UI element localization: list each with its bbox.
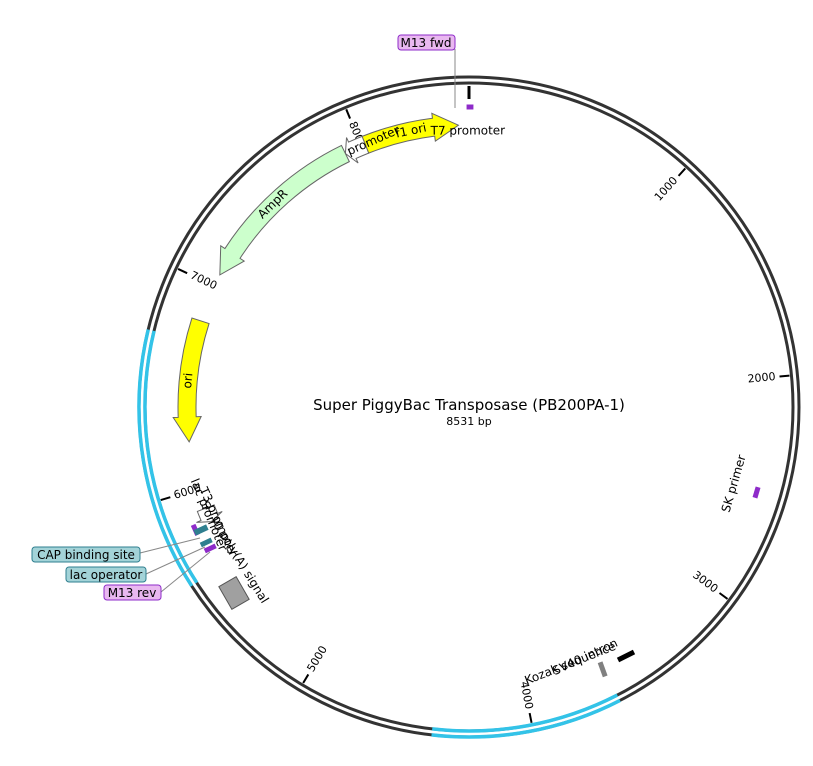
ori-arrow <box>172 317 210 443</box>
m13-fwd-label-box <box>397 34 456 51</box>
m13-rev-marker <box>203 543 217 554</box>
tick-label-4000: 4000 <box>518 680 536 710</box>
highlighted-region-1-inner <box>432 693 619 733</box>
tick-label-5000: 5000 <box>304 643 330 674</box>
tick-mark-3000 <box>718 592 729 600</box>
lac-operator-label: lac operator <box>70 568 143 582</box>
m13-rev-label: M13 rev <box>108 586 157 600</box>
tick-mark-4000 <box>528 712 533 724</box>
tick-mark-1000 <box>677 167 687 177</box>
cap-binding-site-marker <box>193 524 209 536</box>
sv40-intron-marker <box>616 649 636 663</box>
highlighted-region-2-inner <box>143 330 199 584</box>
cap-binding-site-label: CAP binding site <box>37 548 135 562</box>
tick-label-3000: 3000 <box>690 568 720 595</box>
m13-rev-leader <box>160 551 211 593</box>
tick-label-1000: 1000 <box>652 174 680 203</box>
plasmid-title: Super PiggyBac Transposase (PB200PA-1) <box>313 396 625 414</box>
tick-mark-5000 <box>302 673 310 684</box>
highlighted-region-1-outer <box>431 698 621 739</box>
highlight-layer <box>137 329 621 739</box>
t7-promoter-label: T7 promoter <box>430 123 506 137</box>
tick-label-7000: 7000 <box>188 269 219 293</box>
sk-primer-label: SK primer <box>719 453 749 514</box>
tick-label-2000: 2000 <box>747 370 776 386</box>
sv40-polya-box <box>218 576 250 610</box>
ampr-promoter-arrow <box>344 135 370 164</box>
sk-primer-marker <box>752 486 761 499</box>
kozak-sequence-label: Kozak sequence <box>523 639 618 688</box>
plasmid-length: 8531 bp <box>446 415 491 428</box>
m13-rev-label-box <box>103 584 162 601</box>
tick-mark-8000 <box>345 108 351 119</box>
cap-binding-site-label-box <box>31 546 141 563</box>
lac-operator-leader <box>145 546 206 575</box>
lac-operator-label-box <box>65 566 147 583</box>
m13-fwd-label: M13 fwd <box>401 36 452 50</box>
tick-mark-2000 <box>779 374 790 378</box>
highlighted-region-2-outer <box>137 329 194 587</box>
ori-label: ori <box>180 372 195 389</box>
kozak-sequence-marker <box>597 661 608 678</box>
lac-operator-marker <box>199 537 213 548</box>
ampr-arrow <box>219 144 351 276</box>
lac-promoter-arrow <box>196 504 223 523</box>
f1-ori-label: f1 ori <box>394 120 428 140</box>
tick-mark-7000 <box>177 268 188 275</box>
cap-binding-site-leader <box>139 537 201 554</box>
f1-ori-arrow <box>361 112 460 154</box>
tick-mark-6000 <box>160 496 171 502</box>
